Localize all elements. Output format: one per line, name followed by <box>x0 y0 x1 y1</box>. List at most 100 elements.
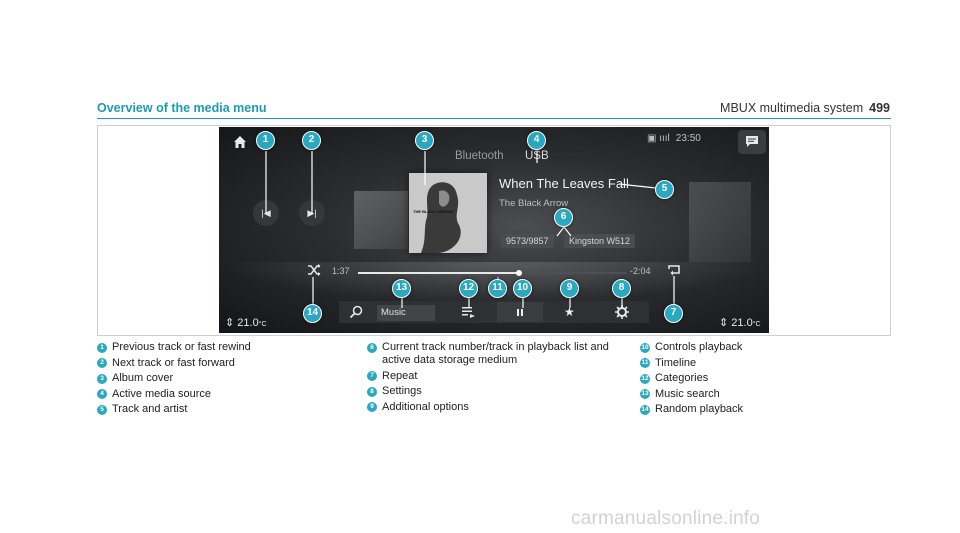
temp-arrows-icon: ⇕ <box>225 317 238 329</box>
legend-item: 6 Current track number/track in playback … <box>367 341 617 367</box>
storage-medium: Kingston W512 <box>564 234 636 248</box>
status-area: ▣ ıııl 23:50 <box>647 133 701 144</box>
callout-7: 7 <box>664 304 683 323</box>
timeline[interactable] <box>358 270 626 276</box>
legend-number: 12 <box>640 373 650 384</box>
legend-text: Next track or fast forward <box>112 356 235 369</box>
album-art <box>409 173 487 253</box>
callout-10: 10 <box>513 279 532 298</box>
temp-right-unit: °C <box>752 321 761 328</box>
callout-2: 2 <box>302 131 321 150</box>
album-cover[interactable]: THE BLACK ARROW <box>409 173 487 253</box>
legend-number: 1 <box>97 342 107 353</box>
page-header: MBUX multimedia system 499 <box>720 101 890 115</box>
album-label: THE BLACK ARROW <box>413 209 453 214</box>
legend-number: 11 <box>640 358 650 368</box>
legend-item: 3 Album cover <box>97 372 337 385</box>
callout-13: 13 <box>392 279 411 298</box>
repeat-icon[interactable] <box>667 264 681 276</box>
callout-6: 6 <box>554 208 573 227</box>
figure-frame <box>97 125 891 336</box>
legend-number: 7 <box>367 371 377 381</box>
legend-item: 12 Categories <box>640 372 840 385</box>
legend-text: Additional options <box>382 400 469 413</box>
legend-text: Timeline <box>655 356 697 369</box>
legend-text: Album cover <box>112 372 174 384</box>
temp-left-value: 21.0 <box>237 317 259 329</box>
legend-number: 5 <box>97 404 107 415</box>
pause-button[interactable] <box>497 302 543 322</box>
legend-item: 1 Previous track or fast rewind <box>97 341 337 354</box>
callout-12: 12 <box>459 279 478 298</box>
source-bluetooth[interactable]: Bluetooth <box>455 150 504 162</box>
legend-number: 3 <box>97 373 107 384</box>
title-rule <box>97 118 891 119</box>
music-search-field[interactable]: Music <box>377 305 435 321</box>
page-number: 499 <box>869 101 890 115</box>
temp-arrows-icon: ⇕ <box>719 317 732 329</box>
legend-column-3: 10 Controls playback 11 Timeline 12 Categor… <box>640 341 840 419</box>
temp-right-value: 21.0 <box>731 317 753 329</box>
time-elapsed: 1:37 <box>332 266 350 276</box>
categories-icon[interactable] <box>462 307 476 318</box>
callout-leader-lines <box>265 151 675 308</box>
legend-text: Track and artist <box>112 403 188 415</box>
section-title: Overview of the media menu <box>97 101 267 115</box>
temp-left-unit: °C <box>258 321 267 328</box>
artist-name: The Black Arrow <box>499 198 569 209</box>
legend-column-2: 6 Current track number/track in playback … <box>367 341 617 416</box>
legend-text: Active media source <box>112 387 212 400</box>
pause-icon <box>517 309 519 316</box>
legend-number: 9 <box>367 402 377 412</box>
legend-text: Random playback <box>655 403 744 415</box>
timeline-fill <box>358 272 519 274</box>
time-remaining: -2:04 <box>630 266 651 276</box>
legend-text: Settings <box>382 385 422 397</box>
star-icon[interactable]: ★ <box>564 305 575 319</box>
legend-number: 10 <box>640 342 650 353</box>
manual-title: MBUX multimedia system <box>720 101 864 115</box>
shuffle-icon[interactable] <box>307 264 321 276</box>
status-time: 23:50 <box>675 133 701 144</box>
legend-item: 10 Controls playback <box>640 341 840 354</box>
callout-8: 8 <box>612 279 631 298</box>
pause-icon-bar <box>521 309 523 316</box>
track-title: When The Leaves Fall <box>499 176 629 191</box>
legend-item: 5 Track and artist <box>97 403 337 416</box>
legend-text: Controls playback <box>655 341 743 353</box>
callout-9: 9 <box>560 279 579 298</box>
previous-album-cover[interactable] <box>354 191 408 249</box>
signal-icon: ▣ ıııl <box>647 133 670 144</box>
legend-number: 8 <box>367 386 377 397</box>
track-number: 9573/9857 <box>501 234 554 248</box>
legend-item: 2 Next track or fast forward <box>97 357 337 370</box>
home-icon[interactable] <box>232 134 248 150</box>
callout-1: 1 <box>256 131 275 150</box>
temperature-left[interactable]: ⇕ 21.0°C <box>225 316 267 329</box>
callout-5: 5 <box>655 180 674 199</box>
watermark: carmanualsonline.info <box>571 508 761 529</box>
legend-number: 6 <box>367 342 377 353</box>
legend-number: 2 <box>97 358 107 368</box>
legend-item: 14 Random playback <box>640 403 840 416</box>
legend-text: Previous track or fast rewind <box>112 341 251 353</box>
legend-text: Current track number/track in playback l… <box>382 341 609 366</box>
search-icon[interactable] <box>349 305 363 319</box>
legend-number: 4 <box>97 389 107 399</box>
legend-item: 9 Additional options <box>367 401 617 414</box>
legend-item: 11 Timeline <box>640 357 840 370</box>
legend-number: 13 <box>640 389 650 399</box>
legend-number: 14 <box>640 404 650 415</box>
temperature-right[interactable]: ⇕ 21.0°C <box>719 316 761 329</box>
message-icon <box>746 136 758 147</box>
message-button[interactable] <box>738 130 766 154</box>
timeline-knob[interactable] <box>515 270 522 276</box>
callout-4: 4 <box>527 131 546 150</box>
next-album-cover[interactable] <box>689 182 751 262</box>
legend-item: 8 Settings <box>367 385 617 398</box>
legend-text: Categories <box>655 372 709 384</box>
callout-14: 14 <box>303 304 322 323</box>
legend-column-1: 1 Previous track or fast rewind 2 Next tra… <box>97 341 337 419</box>
